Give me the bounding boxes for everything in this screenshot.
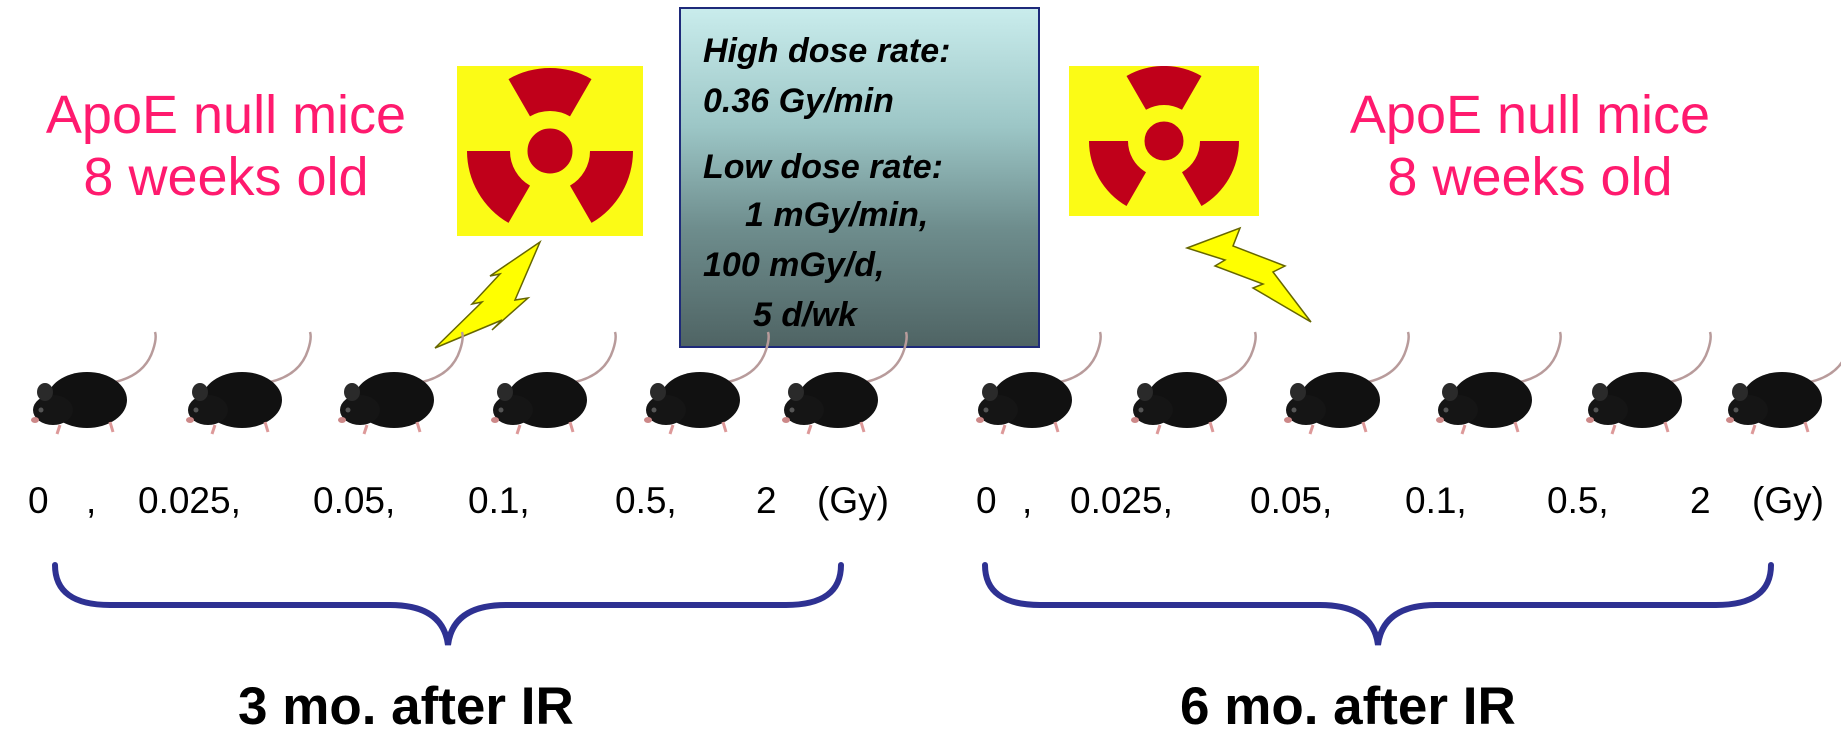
right-timepoint-label: 6 mo. after IR xyxy=(1180,677,1516,736)
low-dose-value-2: 100 mGy/d, xyxy=(703,246,885,284)
dose-unit: (Gy) xyxy=(1752,480,1824,521)
low-dose-value-3: 5 d/wk xyxy=(753,296,857,334)
dose-label: , xyxy=(1022,480,1033,521)
dose-label: 0.5, xyxy=(615,480,677,521)
mouse-icon xyxy=(475,330,625,450)
mouse-icon xyxy=(1268,330,1418,450)
left-title: ApoE null mice 8 weeks old xyxy=(6,84,446,208)
right-title: ApoE null mice 8 weeks old xyxy=(1310,84,1750,208)
low-dose-value-1: 1 mGy/min, xyxy=(745,196,929,234)
dose-label: 0 xyxy=(976,480,997,521)
dose-label: 0.1, xyxy=(468,480,530,521)
dose-label: 0.5, xyxy=(1547,480,1609,521)
high-dose-value: 0.36 Gy/min xyxy=(703,82,894,120)
dose-label: 0.05, xyxy=(313,480,396,521)
left-timepoint-label: 3 mo. after IR xyxy=(238,677,574,736)
mouse-icon xyxy=(1420,330,1570,450)
mouse-icon xyxy=(960,330,1110,450)
low-dose-label: Low dose rate: xyxy=(703,148,943,186)
lightning-bolt-icon xyxy=(434,240,542,349)
radiation-symbol-icon xyxy=(1069,66,1259,216)
right-title-line2: 8 weeks old xyxy=(1387,147,1673,207)
dose-label: 0.025, xyxy=(138,480,241,521)
right-group-brace xyxy=(982,562,1774,646)
mouse-icon xyxy=(1115,330,1265,450)
dose-label: 0.1, xyxy=(1405,480,1467,521)
mouse-icon xyxy=(1570,330,1720,450)
dose-label: , xyxy=(86,480,97,521)
mouse-icon xyxy=(15,330,165,450)
dose-unit: (Gy) xyxy=(817,480,889,521)
mouse-icon xyxy=(766,330,916,450)
high-dose-label: High dose rate: xyxy=(703,32,951,70)
dose-label: 2 xyxy=(1690,480,1711,521)
dose-label: 0.025, xyxy=(1070,480,1173,521)
left-title-line1: ApoE null mice xyxy=(45,85,407,145)
dose-label: 2 xyxy=(756,480,777,521)
dose-label: 0.05, xyxy=(1250,480,1333,521)
dose-label: 0 xyxy=(28,480,49,521)
radiation-symbol-icon xyxy=(457,66,643,236)
mouse-icon xyxy=(322,330,472,450)
right-title-line1: ApoE null mice xyxy=(1349,85,1711,145)
dose-rate-info-box: High dose rate: 0.36 Gy/min Low dose rat… xyxy=(679,7,1040,348)
mouse-icon xyxy=(628,330,778,450)
lightning-bolt-icon xyxy=(1185,226,1312,323)
mouse-icon xyxy=(170,330,320,450)
left-title-line2: 8 weeks old xyxy=(83,147,369,207)
mouse-icon xyxy=(1710,330,1841,450)
left-group-brace xyxy=(52,562,844,646)
